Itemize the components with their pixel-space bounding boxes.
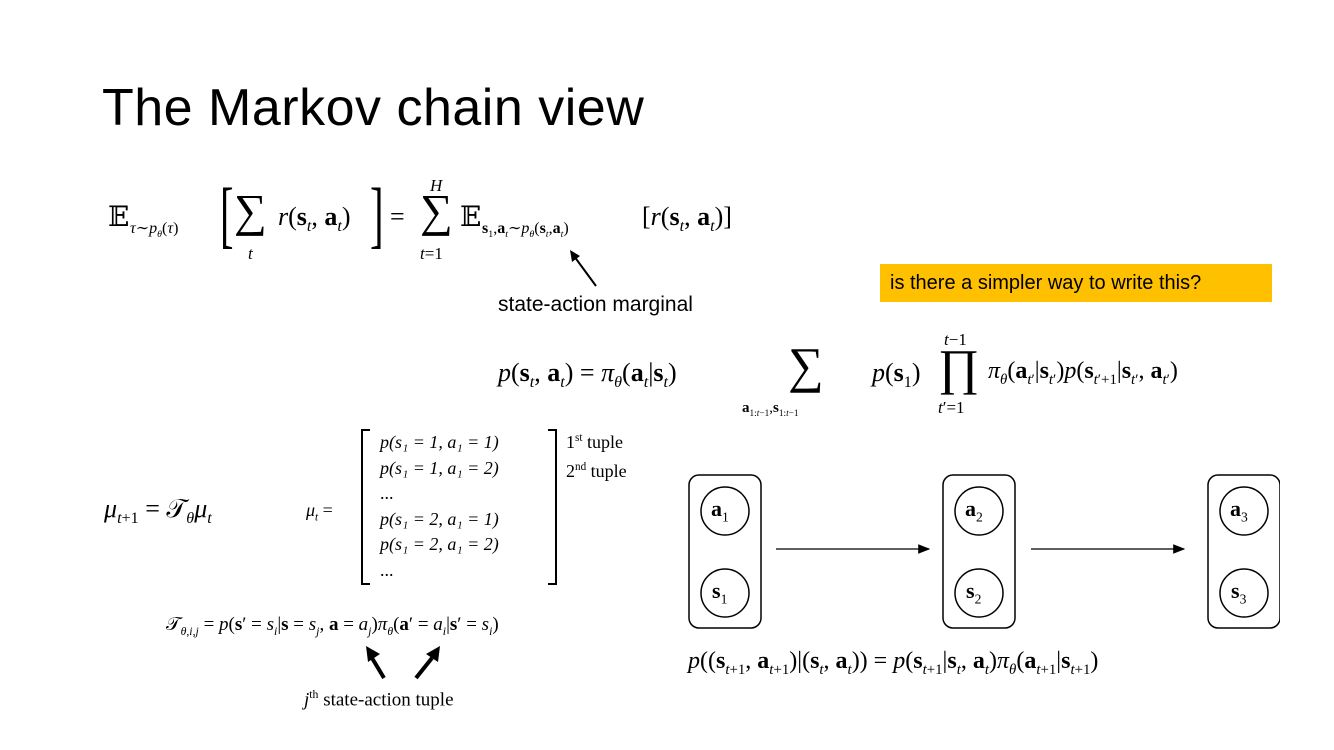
- state-node-3: [1219, 568, 1269, 618]
- state-action-marginal-label: state-action marginal: [498, 293, 693, 316]
- mu-row: ...: [380, 559, 394, 580]
- state-label-2: s2: [966, 578, 982, 607]
- state-label-1: s1: [712, 578, 728, 607]
- mu-row: p(s₁ = 2, a₁ = 2): [380, 534, 499, 554]
- action-node-3: [1219, 486, 1269, 536]
- node-box-1: [688, 474, 762, 629]
- action-label-1: a1: [711, 496, 729, 525]
- arrow-to-marginal: [570, 250, 597, 287]
- action-node-2: [954, 486, 1004, 536]
- mu-vector-label: μt =: [306, 500, 333, 524]
- action-label-3: a3: [1230, 496, 1248, 525]
- node-box-3: [1207, 474, 1280, 629]
- mu-row: p(s₁ = 1, a₁ = 1): [380, 432, 499, 452]
- callout-box: is there a simpler way to write this?: [880, 264, 1272, 302]
- node-box-2: [942, 474, 1016, 629]
- state-node-1: [700, 568, 750, 618]
- chain-transition-equation: p((st+1, at+1)|(st, at)) = p(st+1|st, at…: [688, 648, 1099, 678]
- mu-vector-brackets: [361, 429, 557, 585]
- markov-chain-diagram: [688, 474, 1280, 629]
- action-node-1: [700, 486, 750, 536]
- jth-tuple-arrows: [366, 646, 440, 680]
- tuple-1-label: 1st tuple: [566, 432, 623, 452]
- slide-title: The Markov chain view: [102, 79, 645, 137]
- mu-row: ...: [380, 483, 394, 503]
- expectation-equation: 𝔼 τ∼pθ(τ) [ ∑ t r(st, at) ] = H ∑ t=1 𝔼 …: [108, 174, 732, 263]
- mu-row: p(s₁ = 2, a₁ = 1): [380, 508, 499, 529]
- state-node-2: [954, 568, 1004, 618]
- mu-vector-rows: p(s₁ = 1, a₁ = 1) p(s₁ = 1, a₁ = 2) ... …: [380, 430, 499, 583]
- marginal-equation: p(st, at) = πθ(at|st) ∑ a1:t−1,s1:t−1 p(…: [498, 330, 1178, 419]
- mu-row: p(s₁ = 1, a₁ = 2): [380, 457, 499, 478]
- jth-tuple-label: jth state-action tuple: [304, 688, 454, 711]
- state-label-3: s3: [1231, 578, 1247, 607]
- mu-update-equation: μt+1 = 𝒯θμt: [104, 494, 212, 528]
- action-label-2: a2: [965, 496, 983, 525]
- tuple-2-label: 2nd tuple: [566, 461, 627, 481]
- transition-operator-equation: 𝒯θ,i,j = p(s′ = si|s = sj, a = aj)πθ(a′ …: [166, 614, 499, 638]
